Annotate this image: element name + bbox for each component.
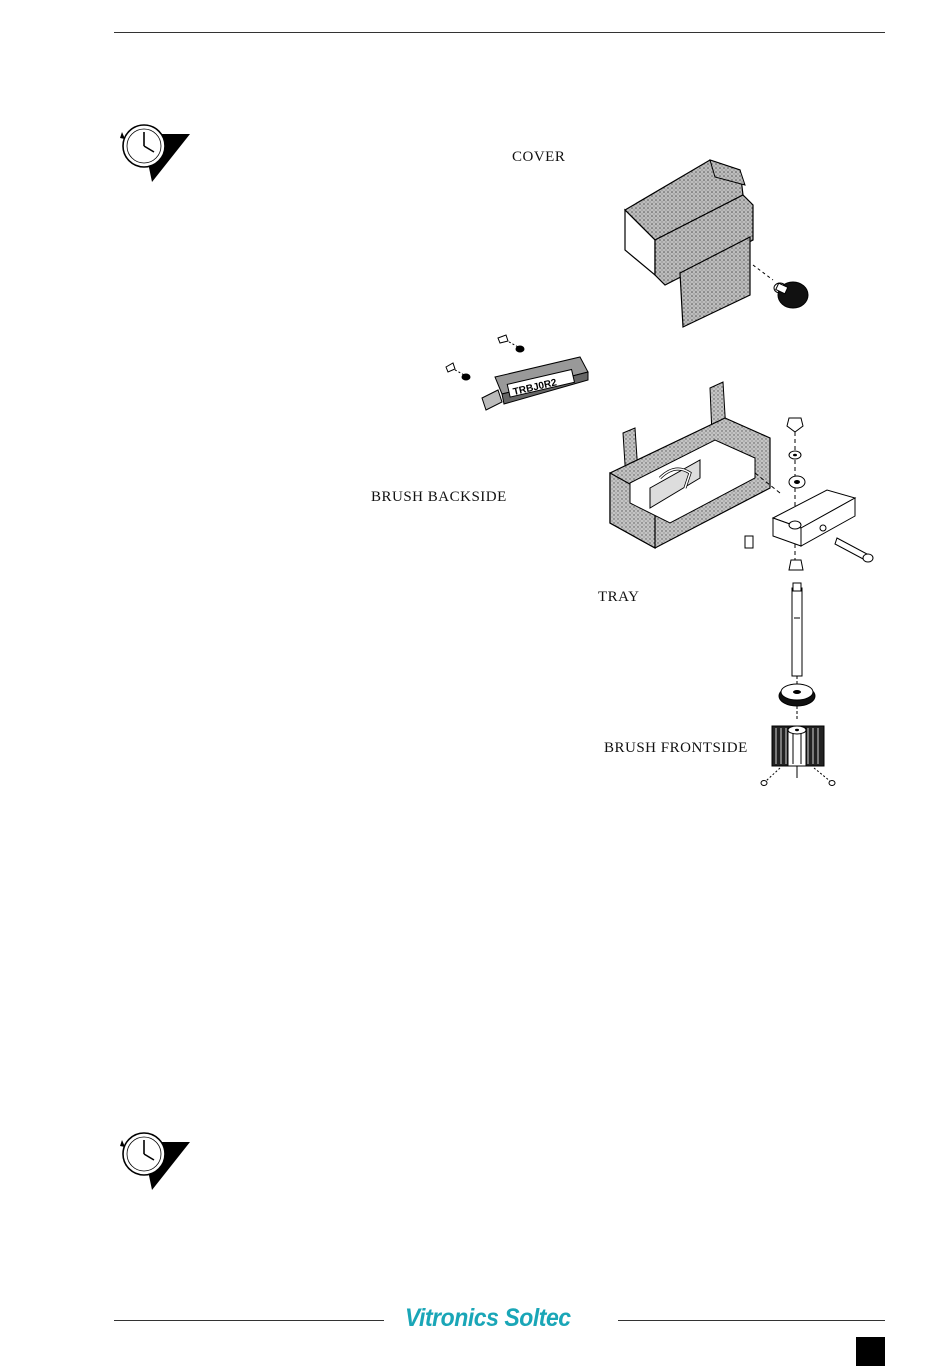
header-rule [114,32,885,33]
tray-label: TRAY [598,589,639,606]
tray-illustration [605,378,880,578]
brush-frontside-illustration [750,578,860,790]
footer-rule-right [618,1320,885,1321]
cover-illustration [615,155,815,330]
clock-time-icon [112,1126,194,1208]
brush-backside-label: BRUSH BACKSIDE [371,489,507,506]
brand-logo: Vitronics Soltec [405,1304,571,1333]
footer-rule-left [114,1320,384,1321]
brush-frontside-label: BRUSH FRONTSIDE [604,740,748,757]
cover-label: COVER [512,149,565,166]
page-marker [856,1337,885,1366]
brush-backside-illustration: TRBJ0R2 [440,332,590,412]
clock-time-icon [112,118,194,200]
